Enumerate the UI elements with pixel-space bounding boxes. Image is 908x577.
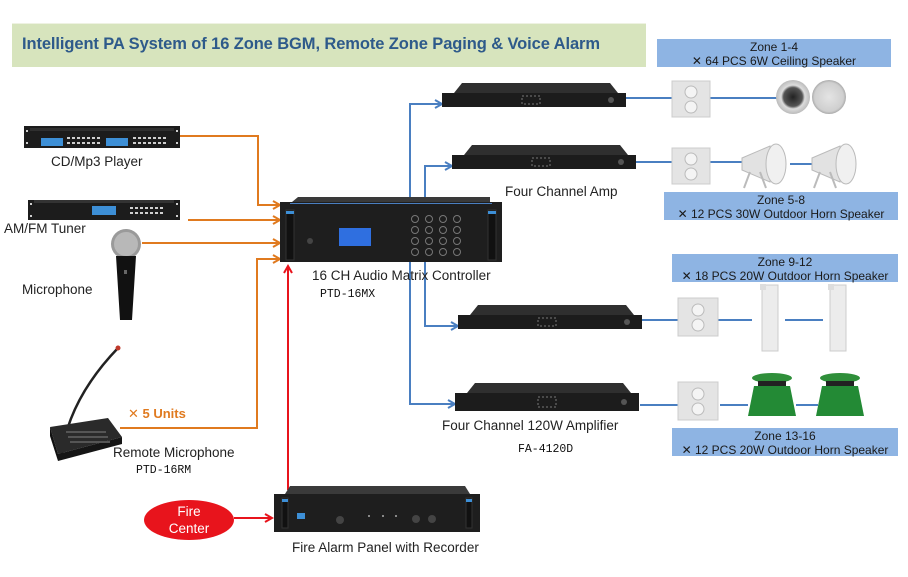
zone-name: Zone 5-8 (756, 193, 806, 207)
alarm-wires (234, 266, 288, 518)
microphone-label: Microphone (22, 282, 93, 297)
tuner-icon (28, 200, 180, 220)
column-speaker-icon (828, 284, 847, 352)
matrix-model: PTD-16MX (320, 288, 376, 301)
zone-name: Zone 13-16 (754, 429, 816, 443)
remote-mic-model: PTD-16RM (136, 464, 192, 477)
amp-lower-label: Four Channel 120W Amplifier (442, 418, 619, 433)
fire-panel-label: Fire Alarm Panel with Recorder (292, 540, 479, 555)
wire-amp-3 (424, 262, 458, 326)
horn-speaker-icon (741, 143, 787, 189)
wire-cd-player (180, 135, 280, 205)
zone-name: Zone 1-4 (749, 40, 799, 54)
cd-player-label: CD/Mp3 Player (51, 154, 143, 169)
diagram-title: Intelligent PA System of 16 Zone BGM, Re… (22, 35, 600, 53)
wire-amp-4 (409, 262, 455, 404)
rack-controller-icon (280, 197, 502, 262)
zone-desc: ✕ 12 PCS 20W Outdoor Horn Speaker (681, 443, 889, 457)
fire-center-line2: Center (168, 521, 210, 536)
volume-control-icon (671, 80, 711, 118)
wire-amp-2 (424, 166, 452, 198)
zone-box-13-16: Zone 13-16 ✕ 12 PCS 20W Outdoor Horn Spe… (672, 428, 898, 457)
title-banner: Intelligent PA System of 16 Zone BGM, Re… (12, 23, 646, 67)
fire-center-line1: Fire (177, 504, 201, 519)
tuner-label: AM/FM Tuner (4, 221, 86, 236)
wire-remote-mic (120, 259, 280, 429)
horn-speaker-icon (811, 143, 857, 189)
volume-control-icon (677, 381, 719, 421)
zone-desc: ✕ 12 PCS 30W Outdoor Horn Speaker (677, 207, 885, 221)
cd-player-icon (24, 126, 180, 148)
input-wires (120, 135, 280, 429)
garden-speaker-icon (748, 373, 796, 416)
zone-desc: ✕ 18 PCS 20W Outdoor Horn Speaker (681, 269, 889, 283)
rack-panel-icon (274, 486, 480, 532)
zone-name: Zone 9-12 (757, 255, 813, 269)
remote-mic-label: Remote Microphone (113, 445, 235, 460)
amplifier-icon (458, 305, 642, 329)
remote-mic-units: ✕ 5 Units (128, 406, 186, 421)
matrix-label: 16 CH Audio Matrix Controller (312, 268, 491, 283)
fire-center-node: Fire Center (144, 500, 234, 540)
garden-speaker-icon (816, 373, 864, 416)
ceiling-speaker-icon (776, 80, 846, 114)
amplifier-icon (442, 83, 626, 107)
paging-console-icon (50, 345, 122, 461)
volume-control-icon (677, 297, 719, 337)
zone-box-1-4: Zone 1-4 ✕ 64 PCS 6W Ceiling Speaker (657, 39, 891, 68)
microphone-icon (111, 229, 141, 320)
volume-control-icon (671, 147, 711, 185)
amplifier-icon (452, 145, 636, 169)
zone-box-9-12: Zone 9-12 ✕ 18 PCS 20W Outdoor Horn Spea… (672, 254, 898, 283)
zone-box-5-8: Zone 5-8 ✕ 12 PCS 30W Outdoor Horn Speak… (664, 192, 898, 221)
amplifier-icon (455, 383, 639, 411)
amp-lower-model: FA-4120D (518, 443, 574, 456)
wire-amp-1 (409, 104, 442, 198)
output-wires (409, 97, 823, 405)
column-speaker-icon (760, 284, 779, 352)
amp-upper-label: Four Channel Amp (505, 184, 618, 199)
zone-desc: ✕ 64 PCS 6W Ceiling Speaker (691, 54, 857, 68)
